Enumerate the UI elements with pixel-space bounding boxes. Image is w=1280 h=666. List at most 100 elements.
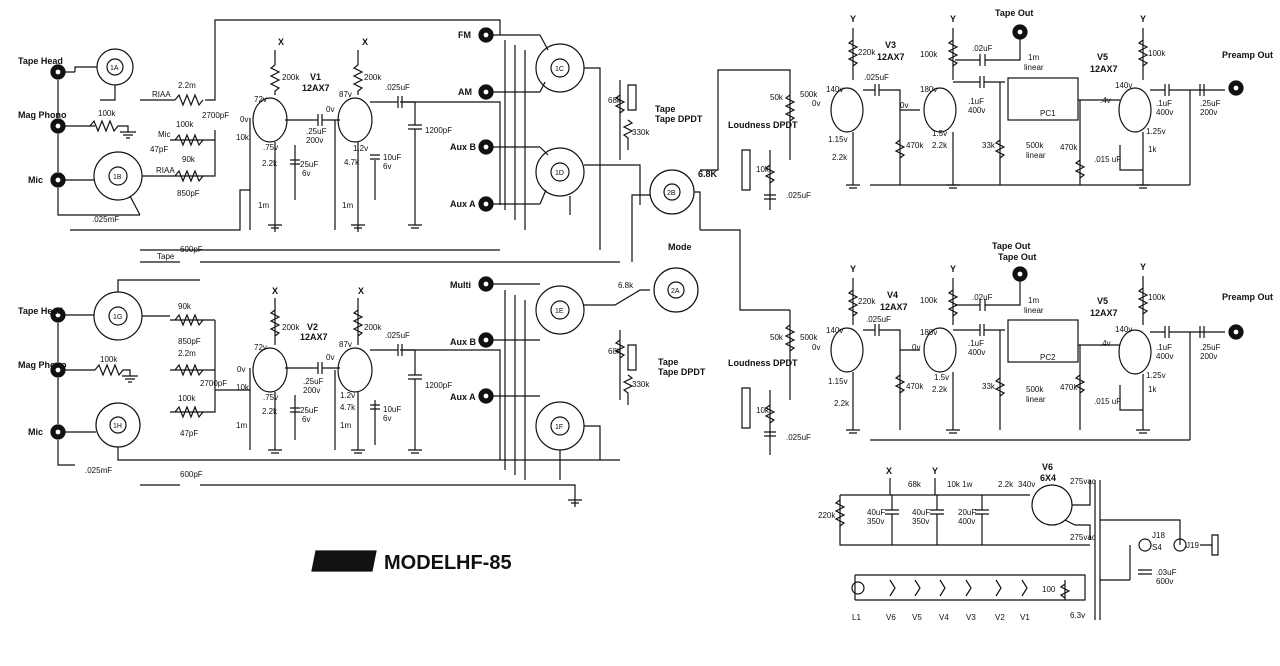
- svg-text:180v: 180v: [920, 85, 937, 94]
- svg-text:Tape DPDT: Tape DPDT: [658, 367, 706, 377]
- svg-text:47pF: 47pF: [150, 145, 168, 154]
- switch-2b: 2B 6.8K Mode: [631, 169, 718, 262]
- svg-text:0v: 0v: [240, 115, 248, 124]
- svg-text:100k: 100k: [1148, 293, 1166, 302]
- model-label: MODEL: [384, 552, 456, 574]
- svg-text:850pF: 850pF: [178, 337, 201, 346]
- svg-text:J19: J19: [1186, 541, 1199, 550]
- svg-text:V1: V1: [1020, 613, 1030, 622]
- svg-text:470k: 470k: [1060, 383, 1078, 392]
- svg-text:.4v: .4v: [1100, 96, 1111, 105]
- svg-text:200k: 200k: [364, 73, 382, 82]
- label-tape-head-upper: Tape Head: [18, 56, 63, 66]
- svg-text:600pF: 600pF: [180, 470, 203, 479]
- svg-text:1H: 1H: [113, 423, 122, 430]
- svg-text:90k: 90k: [182, 155, 196, 164]
- svg-text:.1uF: .1uF: [968, 97, 984, 106]
- v5-upper: [1118, 87, 1152, 133]
- svg-text:.1uF: .1uF: [1156, 99, 1172, 108]
- svg-text:0v: 0v: [326, 353, 334, 362]
- lower-tone-section: Loudness DPDT 50k 500k 0v 10k .025uF Y 2…: [728, 241, 1273, 455]
- svg-text:Y: Y: [932, 466, 938, 476]
- svg-text:Mode: Mode: [668, 242, 692, 252]
- svg-text:0v: 0v: [900, 101, 908, 110]
- svg-text:.1uF: .1uF: [968, 339, 984, 348]
- svg-text:linear: linear: [1024, 306, 1044, 315]
- svg-text:1.5v: 1.5v: [932, 129, 947, 138]
- svg-text:1.15v: 1.15v: [828, 377, 848, 386]
- svg-text:6v: 6v: [383, 414, 391, 423]
- label-mic-lower: Mic: [28, 427, 43, 437]
- upper-tone-section: Loudness DPDT 50k 500k 0v 10k .025uF Y 2…: [700, 8, 1273, 311]
- switch-2a: 2A: [653, 267, 699, 313]
- svg-text:V5: V5: [1097, 52, 1108, 62]
- switch-1h: 1H: [80, 402, 141, 461]
- svg-text:Loudness DPDT: Loudness DPDT: [728, 358, 798, 368]
- jack-j19: [1173, 538, 1187, 552]
- svg-text:X: X: [278, 37, 284, 47]
- svg-text:100k: 100k: [100, 355, 118, 364]
- svg-text:200v: 200v: [1200, 108, 1217, 117]
- svg-text:.75v: .75v: [263, 143, 278, 152]
- svg-text:FM: FM: [458, 30, 471, 40]
- svg-text:.02uF: .02uF: [972, 293, 993, 302]
- svg-text:.025uF: .025uF: [864, 73, 889, 82]
- svg-text:V2: V2: [995, 613, 1005, 622]
- label-tape-head-lower: Tape Head: [18, 306, 63, 316]
- ac-plug-icon: [1200, 534, 1219, 556]
- svg-text:linear: linear: [1024, 63, 1044, 72]
- svg-text:500k: 500k: [800, 333, 818, 342]
- svg-text:2.2k: 2.2k: [262, 407, 278, 416]
- svg-text:72v: 72v: [254, 343, 267, 352]
- svg-text:1.5v: 1.5v: [934, 373, 949, 382]
- svg-text:.25uF: .25uF: [303, 377, 324, 386]
- svg-text:275vac: 275vac: [1070, 533, 1096, 542]
- svg-text:6X4: 6X4: [1040, 473, 1056, 483]
- upper-input-jacks: Tape Head Mag Phono Mic: [18, 56, 95, 216]
- svg-text:V2: V2: [307, 322, 318, 332]
- svg-text:350v: 350v: [867, 517, 884, 526]
- svg-text:10uF: 10uF: [383, 153, 401, 162]
- svg-text:33k: 33k: [982, 141, 996, 150]
- svg-text:.025uF: .025uF: [385, 83, 410, 92]
- svg-text:470k: 470k: [906, 382, 924, 391]
- svg-text:1.2v: 1.2v: [340, 391, 355, 400]
- svg-text:.25uF: .25uF: [306, 127, 327, 136]
- svg-text:Aux B: Aux B: [450, 337, 477, 347]
- svg-text:AM: AM: [458, 87, 472, 97]
- svg-text:.025uF: .025uF: [385, 331, 410, 340]
- svg-text:140v: 140v: [826, 326, 843, 335]
- svg-text:340v: 340v: [1018, 480, 1035, 489]
- svg-text:12AX7: 12AX7: [300, 332, 328, 342]
- switch-1e: 1E 6.8k: [535, 281, 650, 335]
- svg-text:330k: 330k: [632, 128, 650, 137]
- svg-text:500k: 500k: [1026, 141, 1044, 150]
- svg-text:Y: Y: [850, 14, 856, 24]
- svg-text:0v: 0v: [812, 99, 820, 108]
- model-number: HF-85: [456, 552, 512, 574]
- switch-1f: 1F: [535, 401, 601, 480]
- svg-text:.1uF: .1uF: [1156, 343, 1172, 352]
- svg-text:140v: 140v: [1115, 81, 1132, 90]
- svg-text:Y: Y: [950, 264, 956, 274]
- svg-text:50k: 50k: [770, 333, 784, 342]
- svg-text:400v: 400v: [968, 348, 985, 357]
- svg-text:Tape DPDT: Tape DPDT: [655, 114, 703, 124]
- svg-text:1C: 1C: [555, 66, 564, 73]
- v6-rectifier: [1031, 484, 1073, 526]
- svg-text:12AX7: 12AX7: [880, 302, 908, 312]
- svg-text:Preamp Out: Preamp Out: [1222, 292, 1273, 302]
- svg-text:400v: 400v: [958, 517, 975, 526]
- svg-text:220k: 220k: [858, 48, 876, 57]
- v1-section-a: [252, 97, 288, 143]
- power-supply: X Y 220k 40uF 350v 68k 40uF 350v 10k 1w …: [818, 462, 1219, 622]
- svg-text:linear: linear: [1026, 151, 1046, 160]
- svg-text:.025mF: .025mF: [85, 466, 112, 475]
- svg-text:V3: V3: [966, 613, 976, 622]
- svg-text:10k 1w: 10k 1w: [947, 480, 973, 489]
- power-transformer: [1094, 480, 1101, 620]
- svg-text:1F: 1F: [555, 424, 563, 431]
- svg-text:200v: 200v: [1200, 352, 1217, 361]
- lower-eq-network: 100k 90k 850pF 2.2m 2700pF 100k 47pF 600…: [94, 302, 620, 507]
